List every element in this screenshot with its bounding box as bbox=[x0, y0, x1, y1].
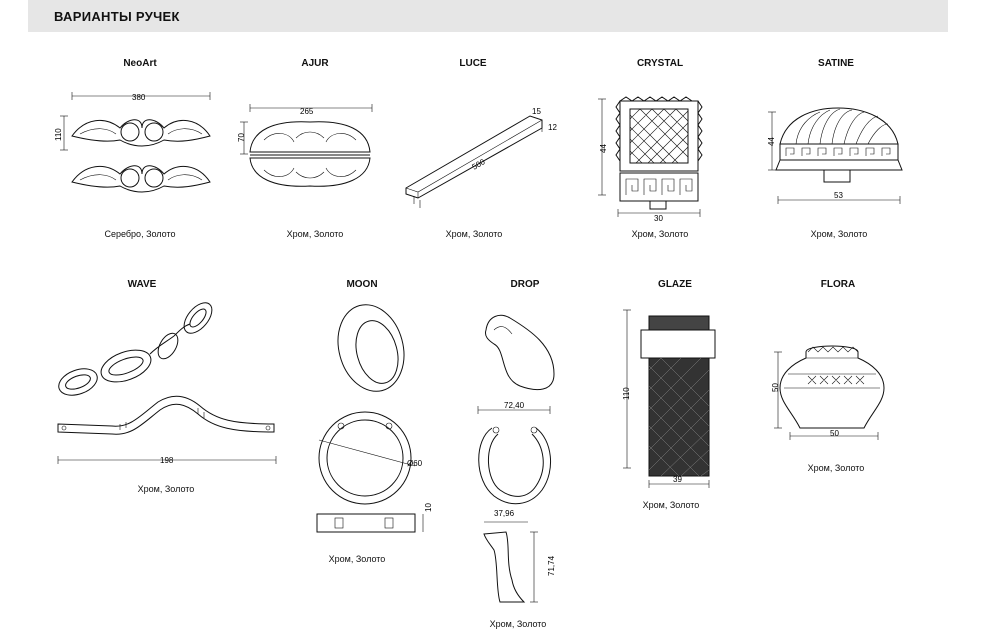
handle-finish: Хром, Золото bbox=[286, 229, 344, 239]
dim-height: 110 bbox=[54, 128, 63, 141]
dim-length: 198 bbox=[160, 456, 174, 465]
dim-height: 71,74 bbox=[547, 555, 556, 576]
dim-width: 72,40 bbox=[504, 401, 525, 410]
dim-height: 12 bbox=[548, 123, 557, 132]
dim-width: 50 bbox=[830, 429, 839, 438]
section-header: ВАРИАНТЫ РУЧЕК bbox=[28, 0, 948, 32]
handle-finish: Хром, Золото bbox=[810, 229, 868, 239]
crystal-drawing: 44 30 bbox=[598, 96, 703, 223]
dim-height: 44 bbox=[599, 144, 608, 153]
handle-finish: Хром, Золото bbox=[328, 554, 386, 564]
dim-depth: 37,96 bbox=[494, 509, 515, 518]
ornament-top bbox=[71, 119, 211, 147]
dim-width: 39 bbox=[673, 475, 682, 484]
handle-finish: Хром, Золото bbox=[631, 229, 689, 239]
handle-finish: Хром, Золото bbox=[137, 484, 195, 494]
dim-height: 110 bbox=[622, 387, 631, 400]
handle-title: MOON bbox=[346, 279, 378, 290]
flora-drawing: 50 50 bbox=[771, 345, 885, 440]
handle-finish: Хром, Золото bbox=[489, 619, 547, 629]
drop-drawing: 72,40 37,96 71,74 bbox=[477, 314, 556, 603]
dim-width: 30 bbox=[654, 214, 663, 223]
handle-title: GLAZE bbox=[658, 279, 692, 290]
ajur-drawing: 265 70 bbox=[237, 104, 373, 187]
dim-width: 53 bbox=[834, 191, 843, 200]
dim-length: 500 bbox=[471, 157, 488, 172]
handle-finish: Хром, Золото bbox=[807, 463, 865, 473]
handle-title: NeoArt bbox=[123, 58, 157, 69]
dim-width: 380 bbox=[132, 93, 146, 102]
handle-finish: Серебро, Золото bbox=[104, 229, 176, 239]
dim-width: 265 bbox=[300, 107, 314, 116]
glaze-drawing: 110 39 bbox=[622, 309, 716, 488]
moon-drawing: Ø60 10 bbox=[316, 304, 433, 533]
handle-finish: Хром, Золото bbox=[445, 229, 503, 239]
handle-finish: Хром, Золото bbox=[642, 500, 700, 510]
dim-diameter: Ø60 bbox=[407, 459, 423, 468]
dim-depth: 15 bbox=[532, 107, 541, 116]
handle-title: SATINE bbox=[818, 58, 854, 69]
ornament-bottom bbox=[71, 165, 211, 193]
neoart-drawing: 380 110 bbox=[54, 92, 211, 193]
wave-drawing: 198 bbox=[57, 302, 277, 465]
handle-title: LUCE bbox=[459, 58, 487, 69]
section-title: ВАРИАНТЫ РУЧЕК bbox=[54, 9, 180, 24]
dim-height: 70 bbox=[237, 133, 246, 142]
handle-title: FLORA bbox=[820, 279, 856, 290]
handle-title: AJUR bbox=[301, 58, 329, 69]
dim-height: 50 bbox=[771, 383, 780, 392]
handle-title: WAVE bbox=[127, 279, 157, 290]
satine-drawing: 44 53 bbox=[767, 107, 903, 204]
dim-thickness: 10 bbox=[424, 503, 433, 512]
dim-height: 44 bbox=[767, 137, 776, 146]
luce-drawing: 15 12 500 bbox=[405, 107, 557, 208]
handle-title: CRYSTAL bbox=[636, 58, 684, 69]
handle-title: DROP bbox=[510, 279, 540, 290]
